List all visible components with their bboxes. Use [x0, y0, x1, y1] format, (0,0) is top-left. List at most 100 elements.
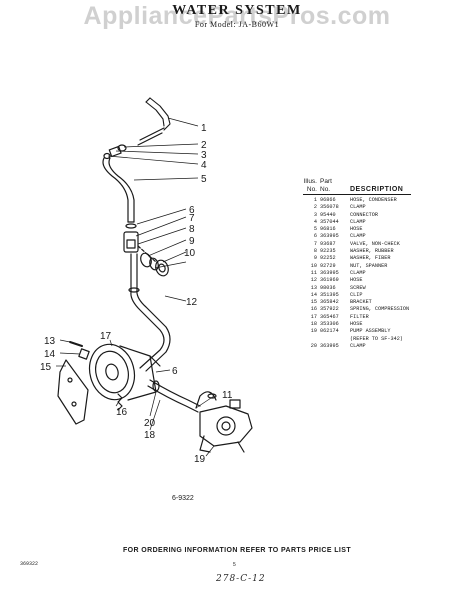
row-part-no: 98036 [320, 284, 336, 291]
callout-5: 5 [201, 174, 207, 185]
callout-4: 4 [201, 160, 207, 171]
row-illus-no: 11 [310, 269, 317, 276]
row-description: HOSE [350, 226, 363, 233]
screw-part [69, 341, 83, 347]
watermark: AppliancePartsPros.com [83, 2, 391, 30]
row-description: HOSE, CONDENSER [350, 197, 397, 203]
row-description: CLAMP [350, 269, 366, 276]
row-illus-no: 17 [310, 313, 317, 320]
row-illus-no [303, 336, 320, 343]
header-rule [303, 194, 411, 195]
row-description: BRACKET [350, 299, 372, 306]
callout-8: 8 [189, 224, 195, 235]
row-description: FILTER [350, 313, 369, 320]
row-illus-no: 20 [310, 342, 317, 349]
spanner-nut-part [155, 259, 169, 277]
hose-part [102, 157, 129, 223]
row-description: NUT, SPANNER [350, 262, 388, 269]
callout-15: 15 [40, 362, 52, 373]
document-code: 369322 [20, 561, 39, 567]
water-system-diagram: 1 2 3 4 5 6 7 8 9 10 11 12 13 14 15 16 1… [40, 97, 253, 465]
filter-part [88, 343, 136, 401]
header-no-2: No. [320, 185, 331, 193]
callout-12: 12 [186, 297, 198, 308]
row-description: CLAMP [350, 233, 366, 240]
callout-6b: 6 [172, 366, 178, 377]
header-illus: Illus. [303, 178, 317, 185]
row-illus-no: 15 [310, 299, 317, 306]
row-illus-no: 3 [313, 211, 317, 218]
row-description: SCREW [350, 284, 366, 291]
ordering-note: FOR ORDERING INFORMATION REFER TO PARTS … [122, 547, 352, 554]
row-description: HOSE [350, 277, 363, 284]
callout-6: 6 [189, 205, 195, 216]
row-description: WASHER, FIBER [350, 255, 391, 262]
callout-11: 11 [222, 390, 233, 401]
row-description: CLIP [350, 291, 363, 298]
row-illus-no: 13 [310, 284, 317, 291]
condenser-hose-part [149, 97, 171, 131]
row-part-no: 353306 [320, 321, 339, 328]
row-part-no: 365467 [320, 313, 339, 320]
pump-assembly-part [199, 405, 253, 447]
row-description: CONNECTOR [350, 211, 379, 218]
row-part-no: 96866 [320, 197, 336, 203]
row-part-no: 92252 [320, 255, 336, 262]
row-part-no: 361969 [320, 277, 339, 284]
connector-part [108, 145, 122, 158]
callout-19: 19 [194, 454, 206, 465]
callout-14: 14 [44, 349, 56, 360]
header-description: DESCRIPTION [350, 185, 404, 193]
row-part-no: 363995 [320, 233, 339, 240]
row-part-no: 92235 [320, 248, 336, 255]
row-description: WASHER, RUBBER [350, 248, 394, 255]
row-part-no: 92729 [320, 262, 336, 269]
figure-number: 6-9322 [172, 495, 194, 502]
callout-9: 9 [189, 236, 195, 247]
row-illus-no: 6 [313, 233, 317, 240]
header-no: No. [306, 185, 317, 193]
row-part-no: 365842 [320, 299, 339, 306]
handwritten-note: 278-C-12 [216, 574, 266, 584]
row-part-no [320, 336, 350, 343]
row-illus-no: 2 [313, 204, 317, 211]
callout-7: 7 [189, 213, 195, 224]
valve-part [123, 231, 139, 253]
row-part-no: 357044 [320, 218, 339, 225]
header-part: Part [320, 178, 332, 185]
callout-17: 17 [100, 331, 112, 342]
row-part-no: 356078 [320, 204, 339, 211]
row-illus-no: 7 [313, 240, 317, 247]
page-subtitle: For Model: JA-B60W1 [194, 20, 280, 29]
row-description: CLAMP [350, 342, 366, 349]
row-illus-no: 4 [313, 218, 317, 225]
row-illus-no: 5 [313, 226, 317, 233]
row-illus-no: 10 [310, 262, 317, 269]
bracket-part [57, 359, 89, 425]
callout-2: 2 [201, 140, 207, 151]
callout-3: 3 [201, 150, 207, 161]
callout-16: 16 [116, 407, 128, 418]
row-description: CLAMP [350, 218, 366, 225]
row-illus-no: 9 [313, 255, 317, 262]
callout-20: 20 [144, 418, 156, 429]
row-part-no: 062174 [320, 328, 339, 335]
table-row: (REFER TO SF-342) [303, 336, 469, 343]
